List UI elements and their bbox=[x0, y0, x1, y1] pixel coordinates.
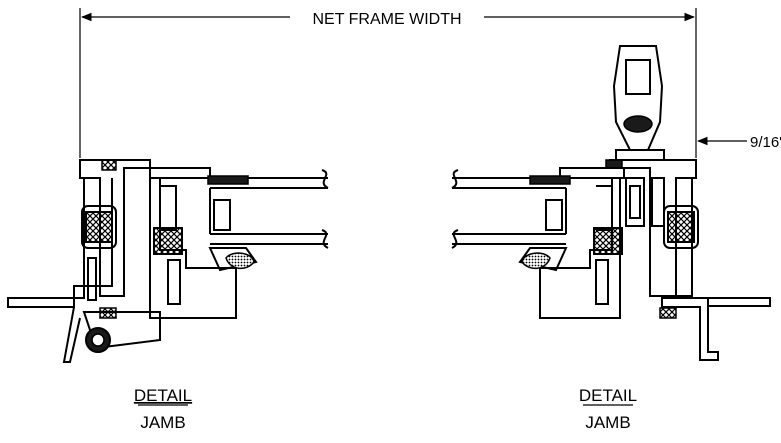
left-glazing-bead bbox=[208, 247, 258, 272]
net-frame-width-label: NET FRAME WIDTH bbox=[312, 11, 461, 28]
operator-handle-knob bbox=[623, 115, 653, 133]
left-glazing-tape-top bbox=[207, 175, 249, 185]
right-weatherstrip-hatched bbox=[667, 211, 695, 243]
offset-label: 9/16" bbox=[750, 134, 781, 151]
left-sash-top-rail bbox=[149, 167, 211, 179]
left-drip-leg bbox=[62, 306, 81, 363]
right-sash-gasket-hatched bbox=[593, 227, 623, 255]
right-glazing-bead bbox=[518, 247, 568, 272]
left-sash-inner-cavity-bottom bbox=[167, 259, 181, 305]
right-detail-title: DETAIL bbox=[579, 386, 637, 405]
right-break-bottom bbox=[451, 229, 459, 249]
right-exterior-flange bbox=[661, 297, 719, 361]
right-jamb-section bbox=[451, 45, 771, 361]
right-sash-inner-cavity-top bbox=[596, 185, 613, 231]
offset-dimension: 9/16" bbox=[696, 134, 781, 151]
left-detail-title: DETAIL bbox=[134, 386, 192, 405]
right-top-seal bbox=[605, 159, 623, 169]
right-detail-subtitle: JAMB bbox=[585, 413, 630, 432]
right-nail-fin bbox=[676, 297, 771, 307]
right-detail-label: DETAIL JAMB bbox=[579, 386, 637, 432]
operator-handle bbox=[612, 45, 664, 151]
operator-handle-base bbox=[615, 149, 665, 161]
right-hinge-arm bbox=[651, 177, 665, 227]
left-weatherstrip-housing bbox=[81, 205, 117, 249]
left-weatherstrip-hatched bbox=[85, 211, 113, 243]
right-spacer bbox=[545, 199, 563, 231]
left-bottom-seal bbox=[99, 307, 117, 319]
right-break-top bbox=[451, 169, 459, 189]
right-hinge-pin bbox=[629, 185, 641, 219]
left-sash-inner-cavity-top bbox=[160, 185, 177, 231]
right-sash-inner-cavity-bottom bbox=[595, 259, 609, 305]
net-frame-width-dimension: NET FRAME WIDTH bbox=[79, 8, 697, 158]
left-spacer bbox=[213, 199, 231, 231]
left-exterior-flange bbox=[7, 285, 85, 308]
left-sealant-bead bbox=[225, 252, 255, 270]
left-frame-slot bbox=[87, 257, 97, 301]
right-bottom-seal bbox=[659, 307, 677, 319]
operator-handle-inset bbox=[625, 59, 651, 95]
left-detail-label: DETAIL JAMB bbox=[134, 386, 192, 432]
left-sash-gasket-hatched bbox=[153, 227, 183, 255]
left-backer-rod-core bbox=[91, 333, 105, 347]
left-frame-outer bbox=[79, 159, 151, 297]
right-sealant-bead bbox=[521, 252, 551, 270]
left-top-seal bbox=[101, 159, 117, 171]
left-jamb-section bbox=[7, 159, 329, 363]
right-hinge-housing bbox=[625, 177, 645, 227]
left-break-top bbox=[321, 169, 329, 189]
left-detail-subtitle: JAMB bbox=[140, 413, 185, 432]
left-break-bottom bbox=[321, 229, 329, 249]
right-glazing-tape-top bbox=[529, 175, 571, 185]
